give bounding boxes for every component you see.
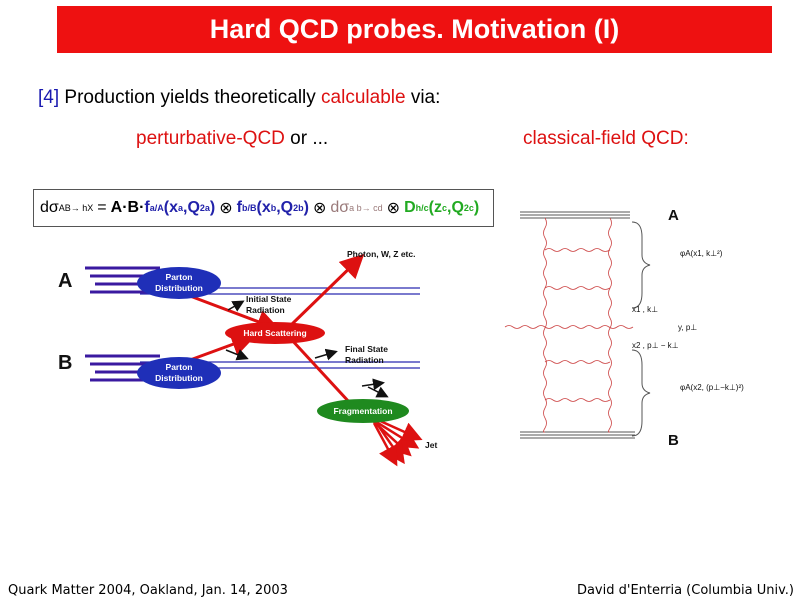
footer-right: David d'Enterria (Columbia Univ.) <box>576 583 794 598</box>
final-radiation-line2: Radiation <box>345 355 384 365</box>
formula-fb-args: (x <box>256 199 271 216</box>
cgc-label-a: A <box>668 207 679 224</box>
parton-bottom-ellipse <box>137 357 221 389</box>
formula-D-q: ,Q <box>447 199 464 216</box>
photon-label: Photon, W, Z etc. <box>347 249 415 259</box>
method-pqcd-rest: or ... <box>290 128 329 149</box>
cgc-brace-top <box>631 221 651 309</box>
method-pqcd-label: perturbative-QCD <box>136 128 285 149</box>
formula-dsigma-sub: a b→ cd <box>349 203 383 213</box>
method-pqcd: perturbative-QCD or ... <box>136 128 328 150</box>
slide-title: Hard QCD probes. Motivation (I) <box>209 14 620 44</box>
formula-D-zsub: c <box>441 203 447 213</box>
final-radiation-line1: Final State <box>345 344 388 354</box>
pqcd-label-a: A <box>58 270 72 292</box>
otimes-1: ⊗ <box>219 200 233 217</box>
formula-fa-xsub: a <box>177 203 183 213</box>
hard-scattering-label: Hard Scattering <box>243 328 306 338</box>
fragmentation-label: Fragmentation <box>333 406 392 416</box>
formula-D-qsub: c <box>468 203 474 213</box>
intro-text-after: via: <box>410 87 441 108</box>
footer-left: Quark Matter 2004, Oakland, Jan. 14, 200… <box>8 583 288 598</box>
formula-fa-qsub: a <box>204 203 210 213</box>
parton-top-ellipse <box>137 267 221 299</box>
intro-highlight: calculable <box>321 87 406 108</box>
method-classical: classical-field QCD: <box>523 128 689 149</box>
formula-D-qsup: 2 <box>463 203 469 213</box>
intro-text: Production yields theoretically <box>64 87 316 108</box>
parton-top-line2: Distribution <box>155 283 203 293</box>
formula-D-sub: h/c <box>415 203 429 213</box>
formula-fb-xsub: b <box>270 203 277 213</box>
cgc-top-lines <box>520 211 630 219</box>
formula-fa-sub: a/A <box>149 203 164 213</box>
intro-line: [4] Production yields theoretically calc… <box>38 87 440 109</box>
cgc-diagram: A B φA(x1, k⊥²) x1 , k⊥ y, p⊥ x2 , p⊥ − … <box>504 207 744 449</box>
initial-radiation-line2: Radiation <box>246 305 285 315</box>
formula-fa-close: ) <box>209 199 216 216</box>
parton-bottom-line2: Distribution <box>155 373 203 383</box>
cgc-brace-bottom <box>631 349 651 437</box>
formula-D-close: ) <box>473 199 480 216</box>
formula-fa: f <box>144 199 150 216</box>
fragmentation-ellipse <box>317 399 409 423</box>
jet-arrows <box>369 416 423 467</box>
cgc-rungs <box>504 248 634 402</box>
cgc-phi-a: φA(x1, k⊥²) <box>680 249 723 258</box>
formula-D: D <box>404 199 416 216</box>
formula-fa-qsup: 2 <box>199 203 205 213</box>
formula-ab: A·B· <box>110 199 145 216</box>
radiation-arrows <box>225 300 389 398</box>
formula-fb-qsup: 2 <box>293 203 299 213</box>
formula-fb-close: ) <box>303 199 309 216</box>
formula-dsigma: dσ <box>330 199 350 216</box>
formula-fb-sub: b/B <box>241 203 257 213</box>
formula-fa-args: (x <box>163 199 178 216</box>
formula-lhs-sub: AB→ hX <box>58 203 94 213</box>
cgc-bottom-lines <box>520 431 635 439</box>
formula-fa-q: ,Q <box>183 199 200 216</box>
hard-scattering-ellipse <box>225 322 325 344</box>
otimes-3: ⊗ <box>386 200 401 217</box>
cgc-x1: x1 , k⊥ <box>632 305 658 314</box>
pqcd-diagram: Parton Distribution Parton Distribution … <box>58 249 437 467</box>
formula-fb-qsub: b <box>298 203 304 213</box>
initial-radiation-line1: Initial State <box>246 294 292 304</box>
formula-D-args: (z <box>428 199 442 216</box>
cgc-label-b: B <box>668 432 679 449</box>
jet-label: Jet <box>425 440 437 450</box>
parton-bottom-line1: Parton <box>166 362 193 372</box>
title-bar: Hard QCD probes. Motivation (I) <box>57 6 772 53</box>
formula-fb-q: ,Q <box>276 199 294 216</box>
cgc-x2: x2 , p⊥ − k⊥ <box>632 341 679 350</box>
otimes-2: ⊗ <box>312 200 327 217</box>
formula-eq: = <box>97 199 107 216</box>
parton-top-line1: Parton <box>166 272 193 282</box>
cgc-phi-b: φA(x2, (p⊥−k⊥)²) <box>680 383 744 392</box>
formula-fb: f <box>236 199 242 216</box>
cgc-yp: y, p⊥ <box>678 323 697 332</box>
formula-lhs: dσ <box>40 199 59 216</box>
reference-tag: [4] <box>38 87 60 108</box>
pqcd-label-b: B <box>58 352 72 374</box>
